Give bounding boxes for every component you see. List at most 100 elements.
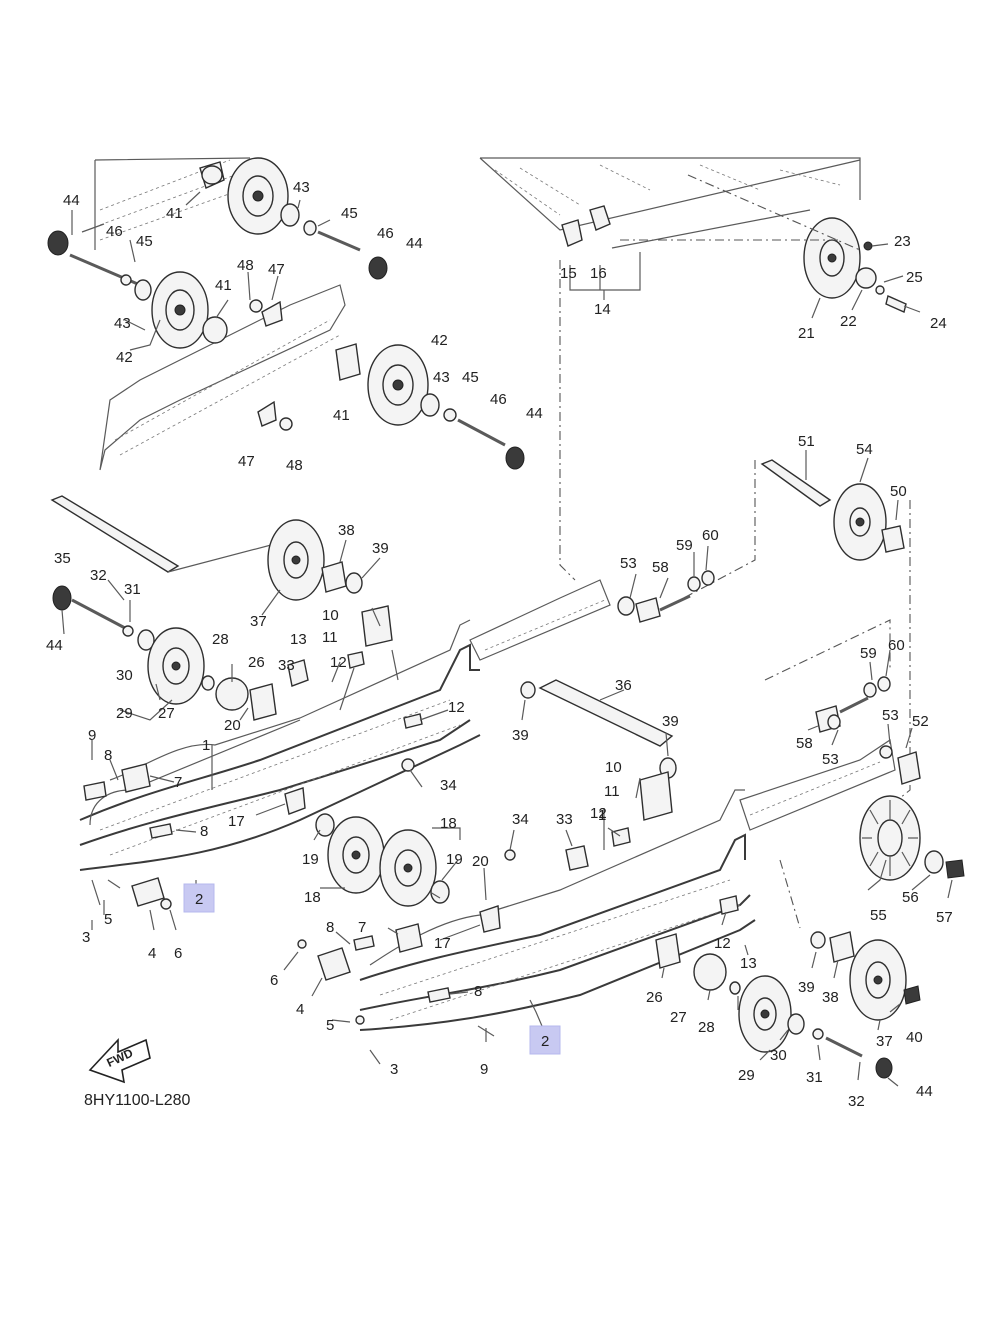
- diagram-code: 8HY1100-L280: [84, 1092, 191, 1109]
- callout-18: 18: [304, 889, 321, 906]
- callout-34: 34: [512, 811, 529, 828]
- callout-6: 6: [174, 945, 182, 962]
- callout-43: 43: [293, 179, 310, 196]
- callout-39: 39: [372, 540, 389, 557]
- callout-39: 39: [798, 979, 815, 996]
- callout-25: 25: [906, 269, 923, 286]
- callout-11: 11: [322, 629, 338, 646]
- callout-50: 50: [890, 483, 907, 500]
- callout-45: 45: [136, 233, 153, 250]
- callout-34: 34: [440, 777, 457, 794]
- callout-17: 17: [228, 813, 245, 830]
- callout-29: 29: [116, 705, 133, 722]
- callout-59: 59: [676, 537, 693, 554]
- callout-3: 3: [82, 929, 90, 946]
- callout-12: 12: [330, 654, 347, 671]
- callout-29: 29: [738, 1067, 755, 1084]
- callout-27: 27: [158, 705, 175, 722]
- callout-56: 56: [902, 889, 919, 906]
- callout-40: 40: [906, 1029, 923, 1046]
- callout-27: 27: [670, 1009, 687, 1026]
- highlight-part-2-left: [183, 883, 215, 913]
- callout-41: 41: [166, 205, 183, 222]
- rail-front-parts-right: [297, 923, 495, 1065]
- callout-45: 45: [341, 205, 358, 222]
- highlight-part-2-right: [529, 1025, 561, 1055]
- callout-12: 12: [590, 805, 607, 822]
- callout-44: 44: [526, 405, 543, 422]
- rail-front-parts-left: [83, 763, 173, 910]
- callout-45: 45: [462, 369, 479, 386]
- callout-labels: 44 41 43 45 46 44 46 45 48 47 41 43 42 4…: [46, 179, 953, 1110]
- callout-26: 26: [646, 989, 663, 1006]
- callout-5: 5: [326, 1017, 334, 1034]
- callout-13: 13: [740, 955, 757, 972]
- callout-53: 53: [882, 707, 899, 724]
- callout-14: 14: [594, 301, 611, 318]
- callout-8: 8: [474, 983, 482, 1000]
- callout-1: 1: [202, 737, 210, 754]
- callout-8: 8: [200, 823, 208, 840]
- rear-cross-shaft-assembly: [469, 459, 911, 811]
- track-fragment-upper-right: [479, 157, 861, 231]
- callout-41: 41: [215, 277, 232, 294]
- callout-13: 13: [290, 631, 307, 648]
- callout-46: 46: [490, 391, 507, 408]
- callout-30: 30: [116, 667, 133, 684]
- idler-wheel-set-center: [379, 829, 589, 933]
- callout-44: 44: [916, 1083, 933, 1100]
- callout-26: 26: [248, 654, 265, 671]
- callout-53: 53: [822, 751, 839, 768]
- callout-54: 54: [856, 441, 873, 458]
- callout-39: 39: [512, 727, 529, 744]
- callout-42: 42: [116, 349, 133, 366]
- callout-28: 28: [212, 631, 229, 648]
- callout-32: 32: [90, 567, 107, 584]
- rear-cross-shaft-assembly-lower: [739, 619, 921, 831]
- callout-43: 43: [114, 315, 131, 332]
- callout-41: 41: [333, 407, 350, 424]
- callout-28: 28: [698, 1019, 715, 1036]
- callout-11: 11: [604, 783, 620, 800]
- idler-wheel-set-left-middle: [52, 585, 423, 894]
- callout-12: 12: [714, 935, 731, 952]
- callout-48: 48: [237, 257, 254, 274]
- rear-axle-assembly-upper-right: [559, 174, 907, 581]
- callout-3: 3: [390, 1061, 398, 1078]
- callout-4: 4: [296, 1001, 304, 1018]
- callout-7: 7: [174, 774, 182, 791]
- slide-rail-right: [359, 789, 756, 1031]
- callout-4: 4: [148, 945, 156, 962]
- callout-44: 44: [46, 637, 63, 654]
- callout-31: 31: [806, 1069, 823, 1086]
- idler-wheel-set-right-lower: [655, 895, 893, 1079]
- callout-51: 51: [798, 433, 815, 450]
- callout-60: 60: [888, 637, 905, 654]
- callout-9: 9: [88, 727, 96, 744]
- cross-shaft-middle: [520, 679, 677, 847]
- callout-60: 60: [702, 527, 719, 544]
- callout-19: 19: [446, 851, 463, 868]
- callout-42: 42: [431, 332, 448, 349]
- callout-46: 46: [377, 225, 394, 242]
- callout-47: 47: [268, 261, 285, 278]
- callout-48: 48: [286, 457, 303, 474]
- callout-12: 12: [448, 699, 465, 716]
- callout-58: 58: [652, 559, 669, 576]
- callout-37: 37: [876, 1033, 893, 1050]
- callout-36: 36: [615, 677, 632, 694]
- callout-10: 10: [322, 607, 339, 624]
- callout-2: 2: [195, 891, 203, 908]
- callout-31: 31: [124, 581, 141, 598]
- callout-6: 6: [270, 972, 278, 989]
- callout-38: 38: [822, 989, 839, 1006]
- callout-44: 44: [406, 235, 423, 252]
- callout-44: 44: [63, 192, 80, 209]
- callout-38: 38: [338, 522, 355, 539]
- callout-7: 7: [358, 919, 366, 936]
- callout-43: 43: [433, 369, 450, 386]
- callout-8: 8: [104, 747, 112, 764]
- callout-22: 22: [840, 313, 857, 330]
- callout-57: 57: [936, 909, 953, 926]
